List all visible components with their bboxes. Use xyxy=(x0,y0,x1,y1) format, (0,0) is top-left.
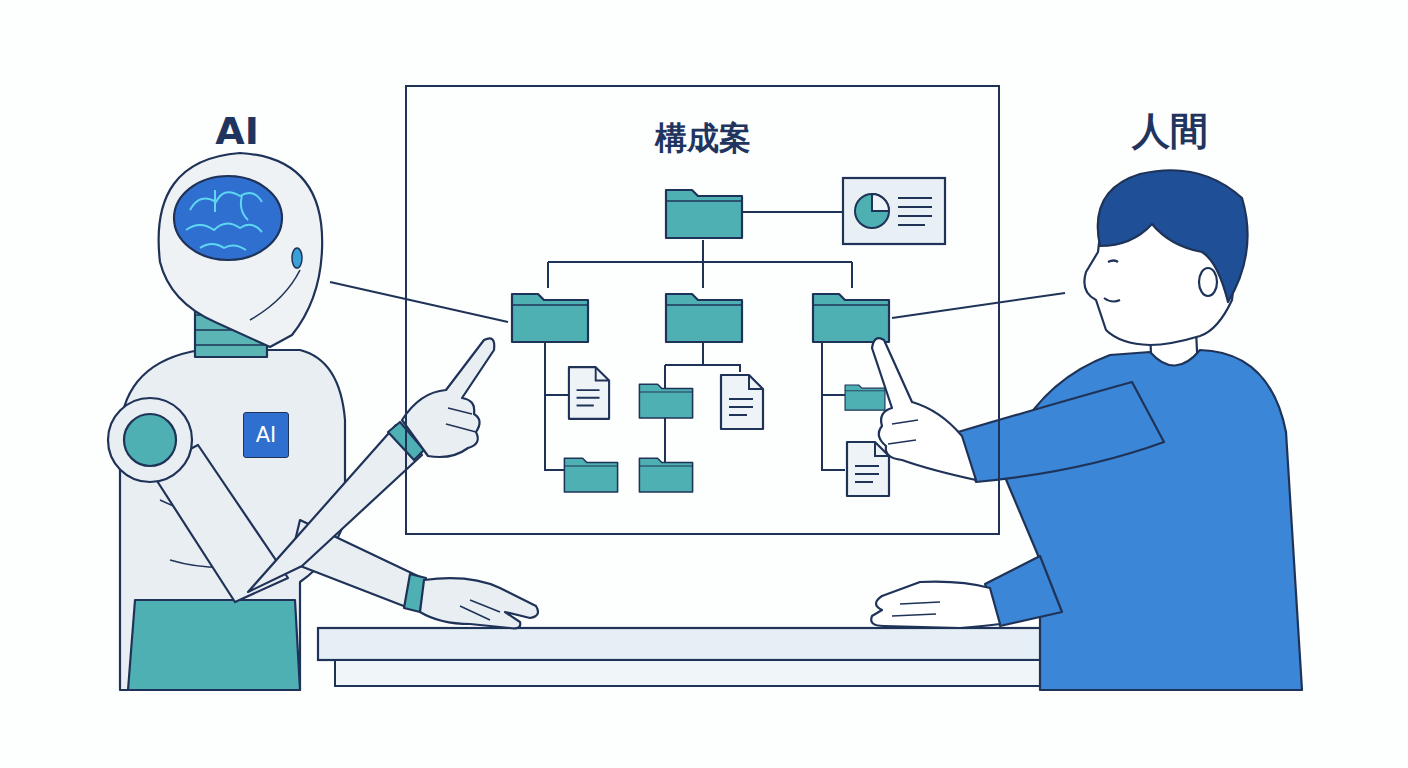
actor-label: AI xyxy=(215,109,259,153)
chart-panel xyxy=(843,178,945,244)
desk xyxy=(318,628,1090,686)
folder-icon xyxy=(639,384,692,418)
tree-lines xyxy=(545,212,852,470)
pointer-line xyxy=(330,282,508,322)
folder-icon xyxy=(666,294,742,342)
folder-icon xyxy=(813,294,889,342)
folder-icon xyxy=(564,458,617,492)
board-panel: 構成案 xyxy=(405,85,1000,535)
document-icon xyxy=(569,367,609,419)
folder-icon xyxy=(666,190,742,238)
folder-icon xyxy=(512,294,588,342)
pointer-line xyxy=(892,293,1065,318)
panel-title: 構成案 xyxy=(407,117,998,161)
person xyxy=(871,170,1302,690)
badge-text: AI xyxy=(256,425,277,446)
document-icon xyxy=(847,442,889,496)
actor-label: 人間 xyxy=(1132,106,1208,157)
folder-icon xyxy=(845,385,885,410)
document-icon xyxy=(721,375,763,429)
robot xyxy=(108,153,538,690)
chest-badge: AI xyxy=(243,412,289,458)
folder-icon xyxy=(639,458,692,492)
